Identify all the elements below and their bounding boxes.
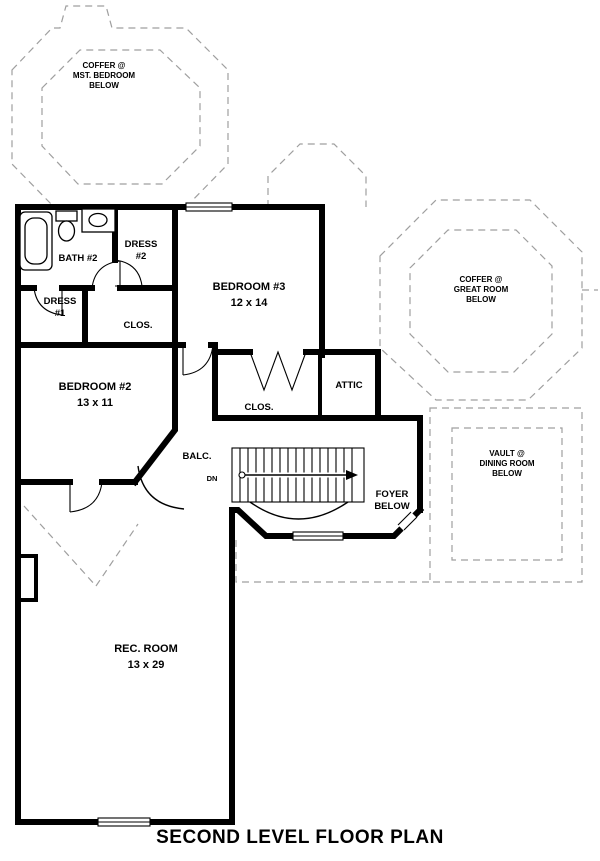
roof-outline-master-bedroom	[11, 5, 229, 208]
svg-text:#1: #1	[55, 308, 66, 319]
curved-hall-wall	[137, 465, 185, 510]
labels: COFFER @ MST. BEDROOM BELOW BATH #2 DRES…	[44, 61, 535, 671]
door-bedroom2	[69, 481, 103, 513]
label-bedroom3: BEDROOM #3	[213, 281, 286, 293]
door-dress2	[114, 259, 143, 287]
label-dress1: DRESS	[44, 296, 77, 307]
stair-arrow-head	[346, 470, 358, 480]
label-bedroom3-dims: 12 x 14	[231, 297, 269, 309]
toilet	[55, 210, 78, 242]
label-bedroom2-dims: 13 x 11	[77, 397, 113, 409]
label-attic: ATTIC	[335, 380, 362, 391]
svg-text:BELOW: BELOW	[492, 469, 522, 478]
svg-text:GREAT ROOM: GREAT ROOM	[454, 285, 509, 294]
roof-outline-dining-vault	[235, 407, 583, 583]
label-closet-upper: CLOS.	[123, 320, 152, 331]
label-rec-room-dims: 13 x 29	[128, 659, 165, 671]
door-closet-bifold	[249, 350, 307, 392]
svg-text:#2: #2	[136, 251, 147, 262]
label-bath2: BATH #2	[59, 253, 98, 264]
plan-title: SECOND LEVEL FLOOR PLAN	[156, 827, 444, 848]
bathtub	[19, 211, 53, 271]
label-rec-room: REC. ROOM	[114, 643, 178, 655]
window-top-wall	[185, 201, 233, 213]
label-bedroom2: BEDROOM #2	[59, 381, 132, 393]
wall-nook	[16, 554, 38, 602]
exterior-walls	[15, 204, 425, 825]
label-foyer: FOYER	[376, 489, 409, 500]
label-down: DN	[207, 474, 218, 483]
label-balcony: BALC.	[182, 451, 211, 462]
door-bedroom3	[182, 344, 214, 376]
interior-walls	[15, 204, 322, 602]
svg-text:BELOW: BELOW	[89, 81, 119, 90]
svg-text:DINING ROOM: DINING ROOM	[479, 459, 534, 468]
door-dress1	[33, 287, 63, 316]
roof-outline-great-room	[379, 199, 598, 401]
label-coffer-great: COFFER @	[460, 275, 503, 284]
label-coffer-master: COFFER @	[83, 61, 126, 70]
door-bath2	[91, 260, 121, 289]
window-rec-room-bottom	[97, 816, 151, 828]
label-closet-hall: CLOS.	[244, 402, 273, 413]
label-vault-dining: VAULT @	[489, 449, 525, 458]
window-foyer-bay	[292, 511, 418, 542]
roof-valley-lines-lower-left	[23, 505, 139, 587]
stair-arrow-start	[238, 471, 246, 479]
staircase	[231, 447, 365, 503]
svg-text:BELOW: BELOW	[466, 295, 496, 304]
label-dress2: DRESS	[125, 239, 158, 250]
svg-text:MST. BEDROOM: MST. BEDROOM	[73, 71, 136, 80]
svg-text:BELOW: BELOW	[374, 501, 409, 512]
balcony-rail-arc	[249, 501, 349, 520]
roof-outline-foyer-bay	[267, 143, 367, 207]
sink-vanity	[81, 208, 116, 233]
